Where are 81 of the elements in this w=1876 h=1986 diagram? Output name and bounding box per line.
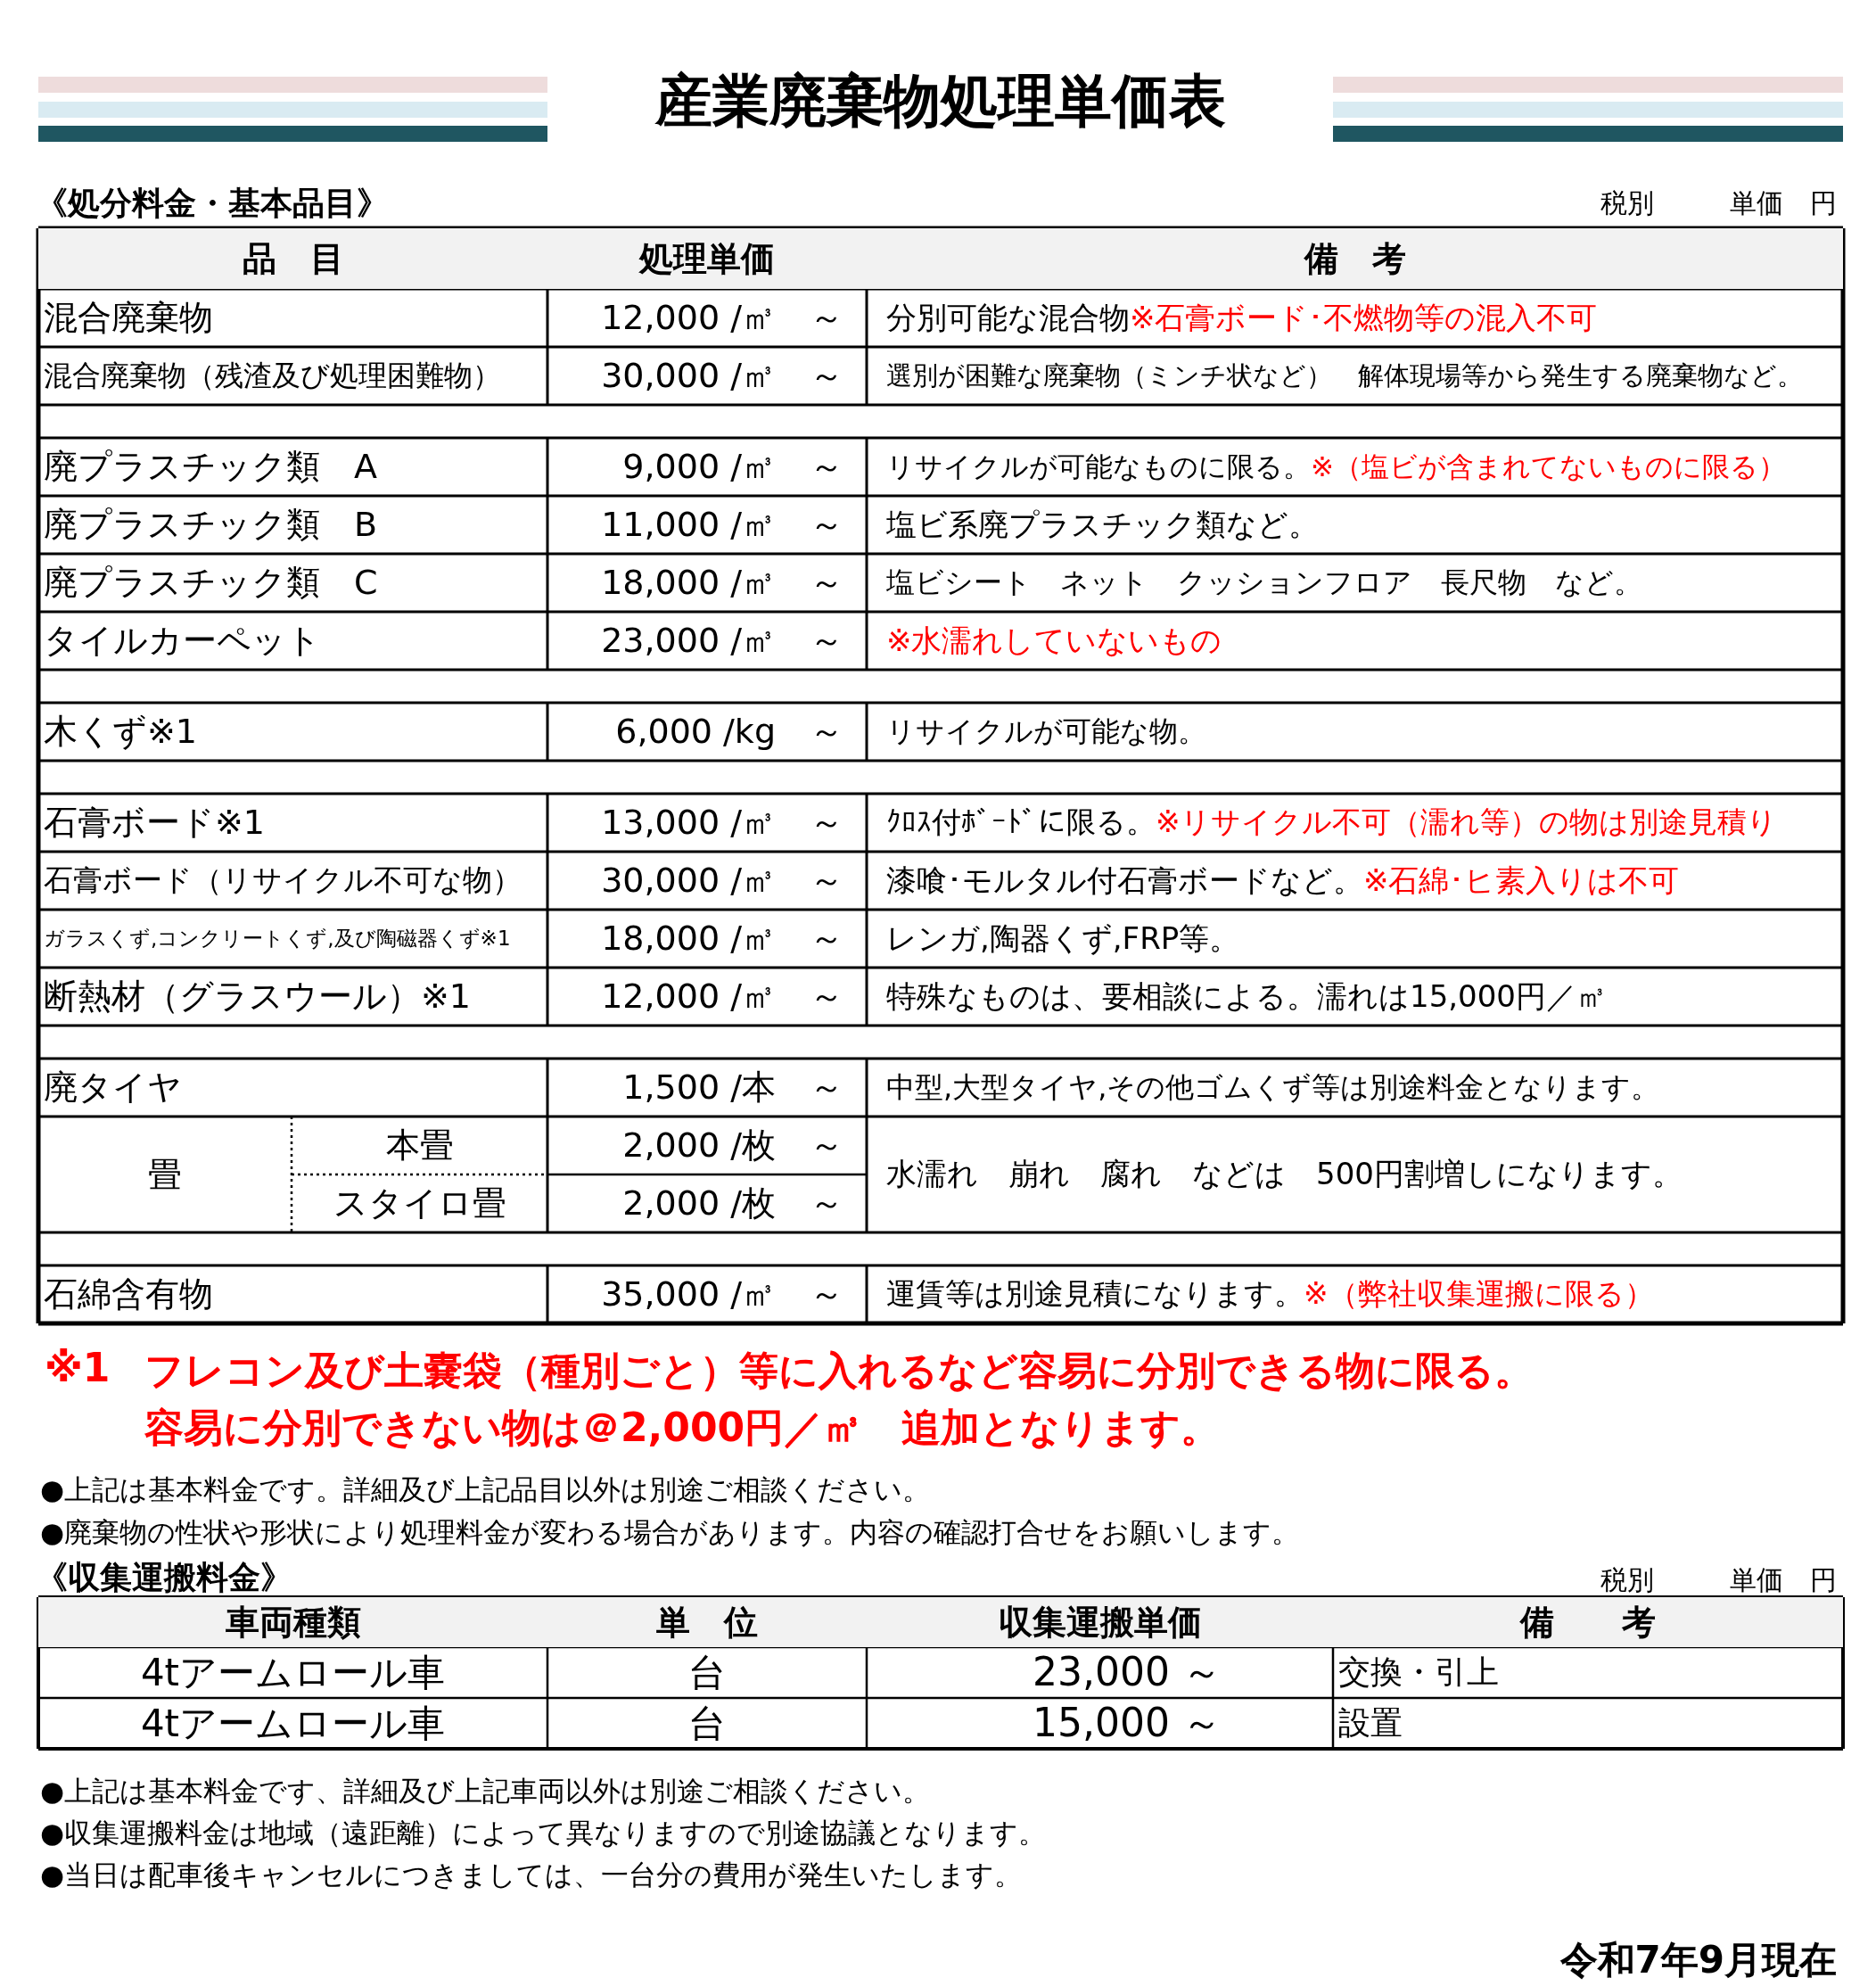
footnote-mark: ※1 [45,1345,111,1390]
cell-text: 設置 [1338,1703,1403,1743]
price-text: 13,000 /㎥ ～ [601,802,843,844]
vehicle-text: 4tアームロール車 [140,1649,446,1696]
price-text: 12,000 /㎥ ～ [601,976,843,1018]
item-text: 石綿含有物 [44,1273,213,1315]
price-text: 2,000 /枚 ～ [622,1183,843,1224]
cell-text: 中型,大型タイヤ,その他ゴムくず等は別途料金となります。 [886,1068,1660,1106]
item-text: スタイロ畳 [333,1183,506,1224]
footnote-text: フレコン及び土嚢袋（種別ごと）等に入れるなど容易に分別できる物に限る。 [144,1347,1534,1395]
item-text: 廃プラスチック類 B [44,504,378,546]
cell-text: 漆喰･モルタル付石膏ボードなど。 [886,861,1363,900]
cell-text: 分別可能な混合物 [886,298,1130,337]
footnote-text: 容易に分別できない物は＠2,000円／㎥ 追加となります。 [144,1404,1221,1452]
header-cell: 単 位 [547,1597,867,1647]
note-text: 税別 [1600,1563,1654,1597]
item-text: 混合廃棄物 [44,297,213,339]
price-text: 1,500 /本 ～ [622,1067,843,1108]
warning-text: ※（塩ビが含まれてないものに限る） [1311,449,1786,484]
price-text: 12,000 /㎥ ～ [601,297,843,339]
warning-text: ※水濡れしていないもの [886,621,1222,660]
item-text: 断熱材（グラスウール）※1 [44,976,472,1018]
item-text: 本畳 [385,1125,454,1166]
cell-text: 台 [688,1649,726,1696]
note-text: 単価 円 [1730,186,1837,220]
header-cell: 備 考 [867,228,1843,289]
cell-text: 塩ビシート ネット クッションフロア 長尺物 など。 [886,564,1642,601]
header-cell: 処理単価 [547,228,867,289]
price-text: 11,000 /㎥ ～ [601,504,843,546]
price-text: 6,000 /kg ～ [615,711,843,753]
note-text: ●上記は基本料金です。詳細及び上記品目以外は別途ご相談ください。 [40,1472,931,1507]
header-cell: 車両種類 [38,1597,547,1647]
item-text: 木くず※1 [44,711,198,753]
price-text: 30,000 /㎥ ～ [601,355,843,397]
price-text: 2,000 /枚 ～ [622,1125,843,1166]
warning-text: ※リサイクル不可（濡れ等）の物は別途見積り [1156,803,1777,841]
price-text: 23,000 ～ [1033,1648,1222,1696]
item-text: タイルカーペット [44,620,321,662]
cell-text: 水濡れ 崩れ 腐れ などは 500円割増しになります。 [886,1155,1683,1193]
price-text: 18,000 /㎥ ～ [601,562,843,604]
cell-text: 運賃等は別途見積になります。 [886,1275,1304,1313]
header-cell: 収集運搬単価 [867,1597,1333,1647]
title: 産業廃棄物処理単価表 [654,67,1227,136]
cell-text: 塩ビ系廃プラスチック類など。 [886,505,1319,544]
price-text: 35,000 /㎥ ～ [601,1273,843,1315]
warning-text: ※石綿･ヒ素入りは不可 [1363,861,1680,900]
item-text: ガラスくず,コンクリートくず,及び陶磁器くず※1 [44,926,511,952]
price-text: 9,000 /㎥ ～ [622,446,843,488]
section-heading: 《収集運搬料金》 [36,1558,292,1597]
cell-text: ｸﾛｽ付ﾎﾞｰﾄﾞに限る。 [886,803,1156,841]
item-text: 混合廃棄物（残渣及び処理困難物） [44,357,501,394]
note-text: ●収集運搬料金は地域（遠距離）によって異なりますので別途協議となります。 [40,1816,1047,1850]
section-heading: 《処分料金・基本品目》 [36,184,389,223]
warning-text: ※石膏ボード･不燃物等の混入不可 [1130,298,1598,337]
warning-text: ※（弊社収集運搬に限る） [1304,1275,1654,1313]
price-text: 18,000 /㎥ ～ [601,918,843,960]
cell-text: リサイクルが可能なものに限る。 [886,449,1311,484]
price-text: 23,000 /㎥ ～ [601,620,843,662]
cell-text: 選別が困難な廃棄物（ミンチ状など） 解体現場等から発生する廃棄物など。 [886,358,1803,392]
note-text: ●当日は配車後キャンセルにつきましては、一台分の費用が発生いたします。 [40,1858,1023,1892]
note-text: 税別 [1600,186,1654,220]
note-text: 単価 円 [1730,1563,1837,1597]
cell-text: レンガ,陶器くず,FRP等。 [886,919,1240,958]
item-text: 石膏ボード（リサイクル不可な物） [44,861,522,899]
cell-text: リサイクルが可能な物。 [886,713,1206,750]
item-text: 畳 [148,1153,182,1196]
item-text: 廃プラスチック類 C [44,562,378,604]
header-cell: 備 考 [1333,1597,1843,1647]
vehicle-text: 4tアームロール車 [140,1700,446,1747]
cell-text: 交換・引上 [1338,1652,1499,1692]
cell-text: 特殊なものは、要相談による。濡れは15,000円／㎥ [886,977,1607,1016]
header-cell: 品 目 [38,228,547,289]
item-text: 廃タイヤ [44,1067,182,1108]
date-text: 令和7年9月現在 [1559,1937,1837,1983]
price-text: 30,000 /㎥ ～ [601,860,843,902]
cell-text: 台 [688,1700,726,1747]
note-text: ●上記は基本料金です、詳細及び上記車両以外は別途ご相談ください。 [40,1774,931,1809]
price-text: 15,000 ～ [1033,1699,1222,1747]
note-text: ●廃棄物の性状や形状により処理料金が変わる場合があります。内容の確認打合せをお願いします。 [40,1515,1300,1550]
item-text: 石膏ボード※1 [44,802,266,844]
item-text: 廃プラスチック類 A [44,446,377,488]
